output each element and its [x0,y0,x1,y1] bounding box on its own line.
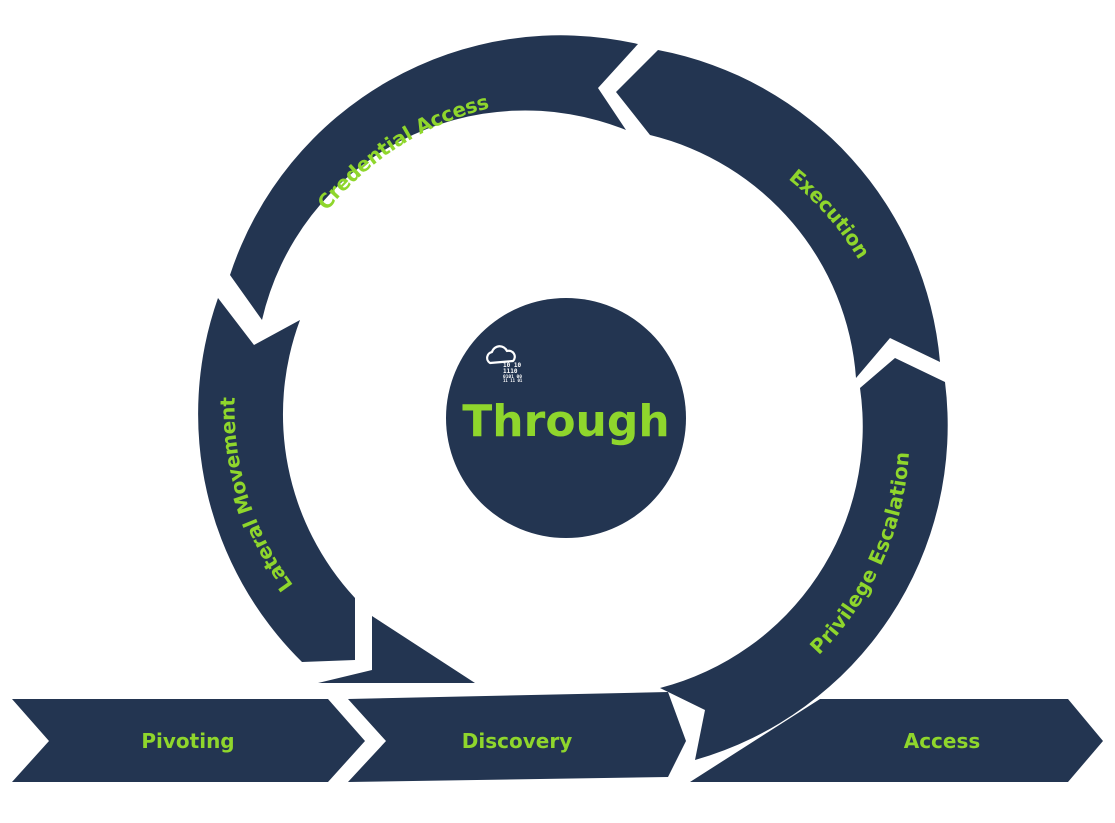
center-circle [446,298,686,538]
binary-line: 0101 00 [503,374,522,380]
binary-line: 1110 [503,368,518,375]
track-chevron-discovery[interactable] [348,692,686,782]
binary-line: 10 10 [503,362,521,369]
binary-line: 11 11 01 [503,378,523,383]
segment-lateral-movement[interactable] [198,298,355,662]
segment-credential-access[interactable] [230,35,638,321]
track-label-pivoting: Pivoting [141,729,234,753]
cycle-ring [198,35,948,760]
track-chevron-pivoting[interactable] [12,699,365,782]
segment-execution[interactable] [616,50,940,378]
track-label-discovery: Discovery [462,729,572,753]
track-chevron-access[interactable] [690,699,1103,782]
track [12,692,1103,782]
cloud-binary-icon: 10 10 1110 0101 00 11 11 01 [486,345,523,383]
arrowhead-lateral-movement [318,616,475,683]
track-label-access: Access [904,729,981,753]
segment-privilege-escalation[interactable] [660,358,948,760]
center-title: Through [462,396,669,447]
